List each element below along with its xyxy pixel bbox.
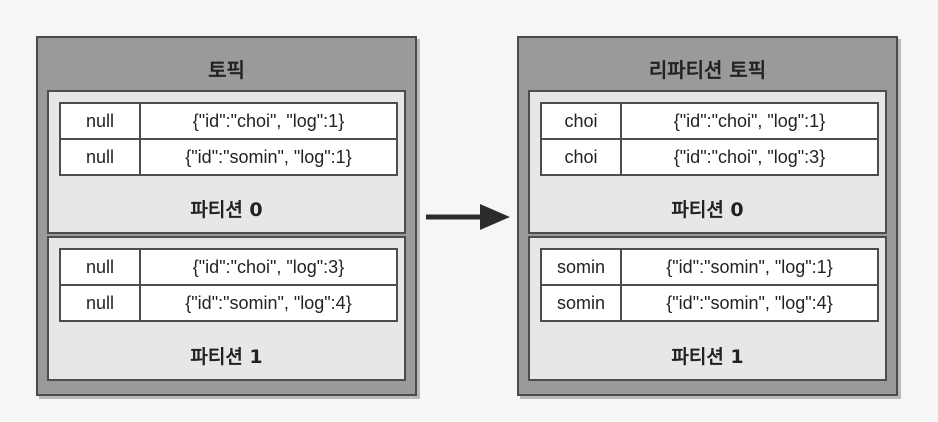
table-row: choi {"id":"choi", "log":1} [540,102,879,140]
repartition-partition-1-label: 파티션 1 [671,346,744,368]
record-key: null [59,138,141,176]
repartition-topic-title: 리파티션 토픽 [648,58,767,82]
table-row: null {"id":"choi", "log":1} [59,102,398,140]
repartition-partition-0-label: 파티션 0 [671,199,744,221]
table-row: somin {"id":"somin", "log":1} [540,248,879,286]
record-value: {"id":"choi", "log":1} [139,102,398,140]
source-partition-0: null {"id":"choi", "log":1} null {"id":"… [47,90,406,234]
table-row: null {"id":"somin", "log":1} [59,138,398,176]
record-key: choi [540,138,622,176]
repartition-partition-0: choi {"id":"choi", "log":1} choi {"id":"… [528,90,887,234]
record-value: {"id":"somin", "log":4} [620,284,879,322]
table-row: somin {"id":"somin", "log":4} [540,284,879,322]
source-topic: 토픽 null {"id":"choi", "log":1} null {"id… [36,36,417,396]
source-partition-1-label: 파티션 1 [190,346,263,368]
source-partition-1-records: null {"id":"choi", "log":3} null {"id":"… [59,248,398,322]
source-partition-0-records: null {"id":"choi", "log":1} null {"id":"… [59,102,398,176]
record-value: {"id":"somin", "log":1} [139,138,398,176]
source-partition-1: null {"id":"choi", "log":3} null {"id":"… [47,236,406,381]
record-value: {"id":"somin", "log":4} [139,284,398,322]
record-key: somin [540,284,622,322]
table-row: choi {"id":"choi", "log":3} [540,138,879,176]
record-key: null [59,284,141,322]
repartition-topic: 리파티션 토픽 choi {"id":"choi", "log":1} choi… [517,36,898,396]
record-key: null [59,248,141,286]
repartition-arrow-icon [426,204,510,230]
repartition-partition-1: somin {"id":"somin", "log":1} somin {"id… [528,236,887,381]
record-key: choi [540,102,622,140]
source-partition-0-label: 파티션 0 [190,199,263,221]
record-value: {"id":"choi", "log":3} [620,138,879,176]
repartition-partition-0-records: choi {"id":"choi", "log":1} choi {"id":"… [540,102,879,176]
source-topic-title: 토픽 [208,58,245,82]
record-value: {"id":"somin", "log":1} [620,248,879,286]
repartition-partition-1-records: somin {"id":"somin", "log":1} somin {"id… [540,248,879,322]
table-row: null {"id":"somin", "log":4} [59,284,398,322]
record-key: null [59,102,141,140]
record-value: {"id":"choi", "log":1} [620,102,879,140]
record-value: {"id":"choi", "log":3} [139,248,398,286]
table-row: null {"id":"choi", "log":3} [59,248,398,286]
record-key: somin [540,248,622,286]
